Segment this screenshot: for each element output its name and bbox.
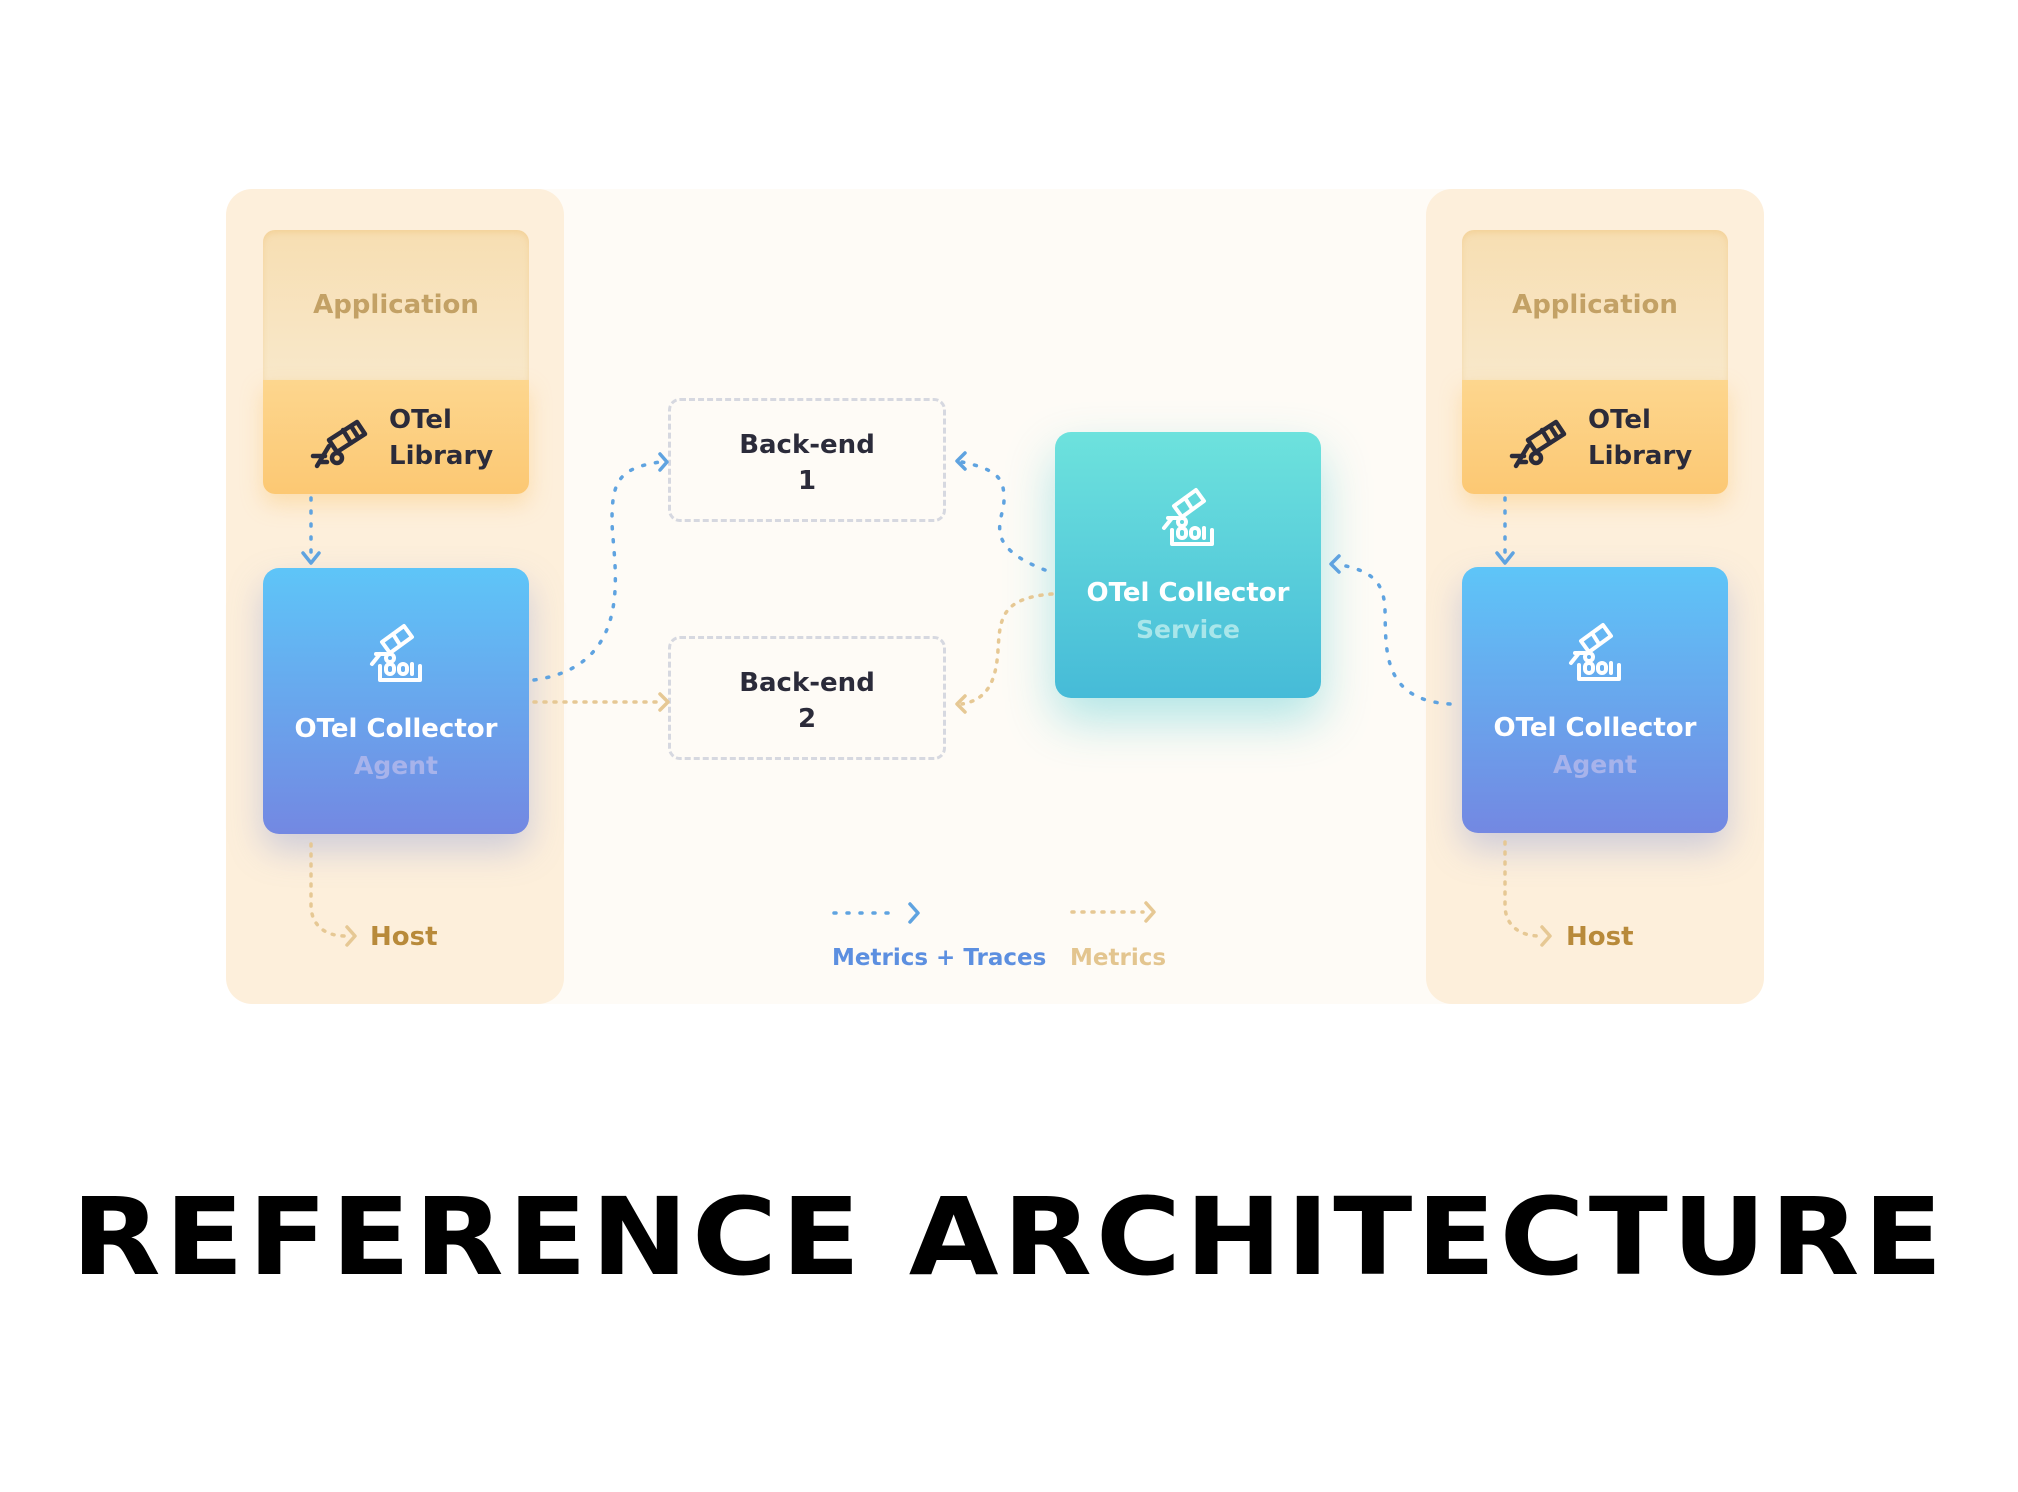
backend-2-label: Back-end 2 [739,668,875,734]
arrowhead-right-agent [1495,551,1515,565]
otel-collector-agent-right: OTel Collector Agent [1462,567,1728,833]
otel-library-label: OTel Library [1588,405,1693,471]
otel-collector-agent-left: OTel Collector Agent [263,568,529,834]
legend-metrics-traces-head [908,902,920,924]
host-label-right: Host [1566,922,1634,952]
arrowhead-backend1-left [658,452,669,472]
legend-metrics-traces-label: Metrics + Traces [832,945,1047,971]
backend-1-label: Back-end 1 [739,430,875,496]
telescope-collector-icon [370,624,422,682]
legend-metrics-head [1144,901,1156,923]
collector-subtitle: Agent [1553,750,1637,779]
otel-library-box-right: OTel Library [1462,380,1728,494]
service-subtitle: Service [1136,615,1240,644]
otel-collector-service: OTel Collector Service [1055,432,1321,698]
telescope-icon [310,419,368,469]
arrow-right-agent-to-service [1334,562,1452,706]
collector-subtitle: Agent [354,751,438,780]
telescope-collector-icon [1162,488,1214,546]
otel-library-box-left: OTel Library [263,380,529,494]
arrow-left-agent-to-backend1 [532,460,662,682]
arrow-service-to-backend1 [960,460,1047,572]
application-label: Application [1512,290,1678,320]
arrow-left-agent-to-host [309,842,347,938]
arrowhead-backend1-right [955,451,967,471]
arrow-right-agent-to-host [1503,840,1542,938]
arrowhead-left-host [345,925,357,947]
collector-title: OTel Collector [294,714,498,744]
arrowhead-backend2-left [658,692,670,712]
arrowhead-left-agent [301,551,321,565]
service-title: OTel Collector [1086,578,1290,608]
legend-metrics-label: Metrics [1070,945,1167,971]
application-box-right: Application [1462,230,1728,380]
collector-title: OTel Collector [1493,713,1697,743]
page-title: REFERENCE ARCHITECTURE [71,1175,1947,1300]
backend-2-box: Back-end 2 [668,636,946,760]
telescope-collector-icon [1569,623,1621,681]
arrowhead-service-right [1329,554,1341,574]
backend-1-box: Back-end 1 [668,398,946,522]
otel-library-label: OTel Library [389,405,494,471]
application-box-left: Application [263,230,529,380]
application-label: Application [313,290,479,320]
arrowhead-backend2-right [955,694,967,714]
arrowhead-right-host [1540,925,1552,947]
arrow-service-to-backend2 [960,592,1054,706]
telescope-icon [1509,419,1567,469]
host-label-left: Host [370,922,438,952]
